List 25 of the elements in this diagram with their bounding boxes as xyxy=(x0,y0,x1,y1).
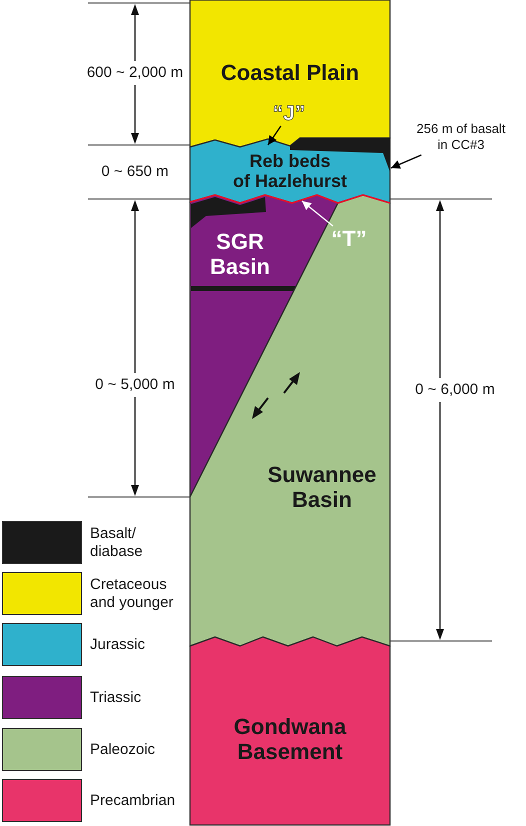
legend-label: Jurassic xyxy=(90,636,146,654)
legend-label: Paleozoic xyxy=(90,740,156,758)
annotation-label: “J” xyxy=(272,102,306,126)
basalt-sill xyxy=(191,286,297,291)
rock-layer xyxy=(190,637,390,826)
layer-label: Coastal Plain xyxy=(220,59,360,87)
layer-label: SGR Basin xyxy=(209,229,271,279)
legend-label: Precambrian xyxy=(90,792,176,810)
rock-layer xyxy=(190,0,390,148)
dimension-label: 0 ~ 5,000 m xyxy=(94,376,176,394)
annotation-label: “T” xyxy=(330,226,368,252)
layer-label: Gondwana Basement xyxy=(232,714,348,764)
legend-label: Triassic xyxy=(90,688,142,706)
leader-line xyxy=(267,126,282,146)
dimension-label: 0 ~ 650 m xyxy=(100,163,170,181)
legend-label: Cretaceous and younger xyxy=(90,576,174,612)
legend-label: Basalt/ diabase xyxy=(90,524,144,560)
annotation-label: 256 m of basalt in CC#3 xyxy=(398,121,524,155)
rock-layer xyxy=(190,195,390,646)
dimension-label: 0 ~ 6,000 m xyxy=(414,381,496,399)
dimension-label: 600 ~ 2,000 m xyxy=(86,64,184,82)
layer-label: Reb beds of Hazlehurst xyxy=(232,151,348,191)
layer-label: Suwannee Basin xyxy=(266,462,378,512)
basalt-sill xyxy=(191,197,266,228)
leader-line xyxy=(390,154,422,169)
